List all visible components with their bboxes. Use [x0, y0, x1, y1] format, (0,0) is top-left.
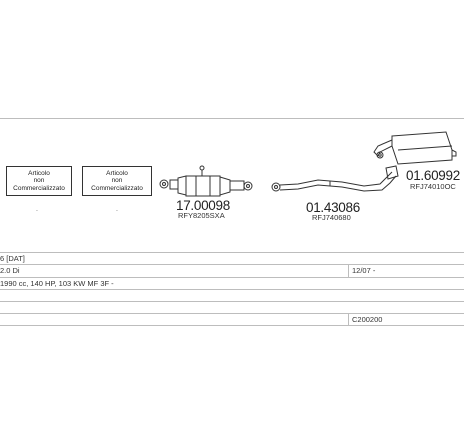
part-number[interactable]: 01.60992	[406, 168, 460, 183]
row-line	[0, 325, 464, 326]
column-divider	[348, 313, 349, 325]
row-line	[0, 313, 464, 314]
row-line	[0, 289, 464, 290]
engine-cell: 2.0 Di	[0, 266, 20, 275]
box-line: Commercializzato	[13, 184, 65, 192]
part-reference: RFY8205SXA	[178, 211, 225, 220]
part-reference: RFJ740680	[312, 213, 351, 222]
box-line: Articolo	[28, 169, 50, 177]
not-available-box-1: Articolo non Commercializzato	[6, 166, 72, 196]
box-line: Articolo	[106, 169, 128, 177]
part-number[interactable]: 01.43086	[306, 200, 360, 215]
box-marker: .	[116, 206, 118, 213]
model-cell: 6 [DAT]	[0, 254, 25, 263]
box-line: non	[111, 177, 123, 185]
column-divider	[348, 264, 349, 277]
box-line: non	[33, 177, 45, 185]
catalyst-drawing	[159, 165, 253, 197]
row-line	[0, 277, 464, 278]
top-border	[0, 118, 464, 119]
spec-cell: 1990 cc, 140 HP, 103 KW MF 3F -	[0, 279, 114, 288]
part-reference: RFJ74010OC	[410, 182, 456, 191]
rear-silencer-drawing	[373, 131, 457, 165]
part-number[interactable]: 17.00098	[176, 198, 230, 213]
not-available-box-2: Articolo non Commercializzato	[82, 166, 152, 196]
middle-pipe-drawing	[271, 165, 399, 192]
box-line: Commercializzato	[91, 184, 143, 192]
row-line	[0, 252, 464, 253]
box-marker: .	[36, 206, 38, 213]
row-line	[0, 264, 464, 265]
date-cell: 12/07 -	[352, 266, 376, 275]
code-cell: C200200	[352, 315, 383, 324]
row-line	[0, 301, 464, 302]
